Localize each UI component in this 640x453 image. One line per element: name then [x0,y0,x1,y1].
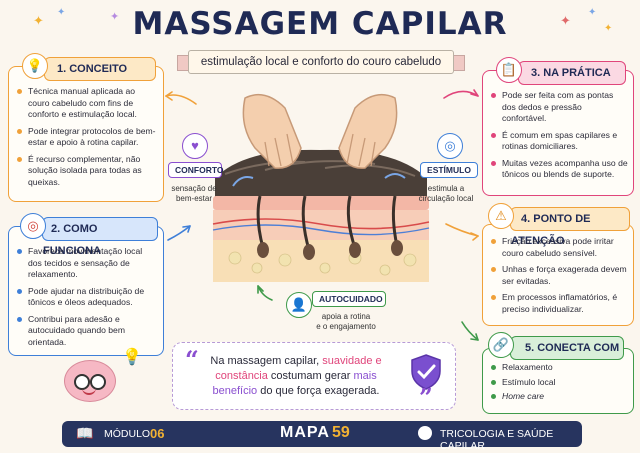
hair-follicle-icon [418,426,432,440]
card-como-funciona-label: 2. COMO FUNCIONA [43,223,102,257]
target-icon: ◎ [20,213,46,239]
quote-highlight: suavidade e constância [215,355,382,382]
sparkle-icon: ✦ [604,23,613,34]
book-icon: 📖 [76,425,94,441]
list-item: Pode ajudar na distribuição de tônicos e… [16,286,156,309]
card-na-pratica-label: 3. NA PRÁTICA [531,67,611,79]
list-item: Favorece movimentação local dos tecidos … [16,246,156,281]
card-na-pratica [482,70,634,196]
list-item: Relaxamento [490,362,628,374]
sparkle-icon: ✦ [110,11,120,23]
card-conceito-list: Técnica manual aplicada ao couro cabelud… [16,86,156,193]
heart-icon: ♥ [182,133,208,159]
text-line: circulação local [418,194,474,203]
list-item: Técnica manual aplicada ao couro cabelud… [16,86,156,121]
sparkle-icon: ✦ [57,7,66,18]
quote-part: do que força exagerada. [257,385,380,397]
list-item: É comum em spas capilares e rotinas domi… [490,130,628,153]
text-line: apoia a rotina [321,312,371,321]
page-title: MASSAGEM CAPILAR [132,6,508,42]
quote-box: “ Na massagem capilar, suavidade e const… [172,342,456,412]
shield-check-icon [409,353,443,391]
footer-mapa-label: MAPA [280,424,330,441]
footer-tag: TRICOLOGIA E SAÚDE CAPILAR [440,428,554,452]
brain-mascot-icon [60,358,118,408]
card-como-funciona-list: Favorece movimentação local dos tecidos … [16,246,156,353]
warning-icon: ⚠ [488,203,514,229]
footer-modulo-label: MÓDULO [104,428,151,440]
right-hand [338,93,398,169]
footer-modulo-num: 06 [150,426,165,441]
footer-bar: 📖 MÓDULO 06 MAPA 59 TRICOLOGIA E SAÚDE C… [62,421,582,452]
label-autocuidado-sub: apoia a rotina e o engajamento [306,312,386,332]
quote-text: Na massagem capilar, suavidade e constân… [203,354,389,399]
lightbulb-icon: 💡 [122,349,142,366]
target-icon: ◎ [437,133,463,159]
sparkle-icon: ✦ [33,13,44,28]
quote-part: Na massagem capilar, [210,355,323,367]
close-quote-icon: ” [419,383,433,412]
card-como-funciona [8,226,164,356]
card-na-pratica-header: 3. NA PRÁTICA [518,61,626,85]
label-conforto-sub: sensação de bem-estar [162,184,226,204]
list-item: Pode ser feita com as pontas dos dedos e… [490,90,628,125]
quote-part: costumam gerar [267,370,354,382]
clipboard-icon: 📋 [496,57,522,83]
text-line: sensação de [171,184,217,193]
sparkle-icon: ✦ [588,7,597,18]
list-item: Fricção excessiva pode irritar couro cab… [490,236,628,259]
list-item: Muitas vezes acompanha uso de tônicos ou… [490,158,628,181]
label-autocuidado: AUTOCUIDADO [312,291,386,307]
footer-mapa-num: 59 [332,424,350,441]
card-como-funciona-header: 2. COMO FUNCIONA [42,217,158,257]
card-conceito-header: 1. CONCEITO [44,57,156,81]
sparkle-icon: ✦ [560,13,571,28]
card-ponto-atencao-list: Fricção excessiva pode irritar couro cab… [490,236,628,320]
text-line: e o engajamento [316,322,376,331]
card-conecta-com-label: 5. CONECTA COM [525,342,620,354]
list-item: Estímulo local [490,377,628,389]
list-item: Contribui para adesão e autocuidado quan… [16,314,156,349]
text-line: estimula a [427,184,465,193]
card-ponto-atencao [482,224,634,326]
open-quote-icon: “ [185,345,199,374]
card-conceito-label: 1. CONCEITO [57,63,128,75]
list-item: Home care [490,391,628,403]
left-hand [242,93,302,169]
list-item: Pode integrar protocolos de bem-estar e … [16,126,156,149]
label-conforto: CONFORTO [168,162,223,178]
scalp-illustration [212,93,430,282]
lightbulb-icon: 💡 [22,53,48,79]
label-estimulo-sub: estimula a circulação local [408,184,484,204]
card-ponto-atencao-header: 4. PONTO DE ATENÇÃO [510,207,630,247]
text-line: bem-estar [175,194,212,203]
quote-highlight: mais benefício [212,370,377,397]
card-ponto-atencao-label: 4. PONTO DE ATENÇÃO [511,213,591,247]
link-icon: 🔗 [488,332,514,358]
list-item: Em processos inflamatórios, é preciso in… [490,292,628,315]
label-estimulo: ESTÍMULO [420,162,478,178]
list-item: Unhas e força exagerada devem ser evitad… [490,264,628,287]
card-conecta-com-header: 5. CONECTA COM [510,336,624,360]
list-item: É recurso complementar, não solução isol… [16,154,156,189]
card-conecta-com-list: Relaxamento Estímulo local Home care [490,362,628,406]
card-na-pratica-list: Pode ser feita com as pontas dos dedos e… [490,90,628,186]
user-icon: 👤 [286,292,312,318]
